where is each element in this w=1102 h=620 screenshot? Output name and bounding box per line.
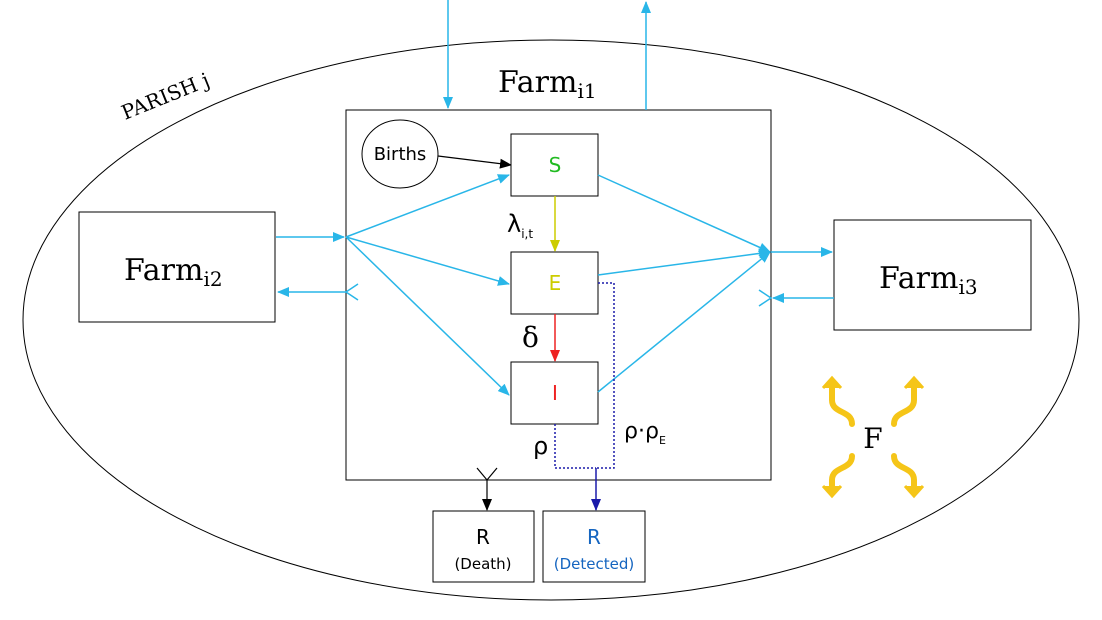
detection-path-from-E xyxy=(596,282,615,469)
farm-main-box xyxy=(345,109,772,481)
inflow-to-I-arrow xyxy=(345,236,510,396)
inflow-to-S-arrow xyxy=(345,174,510,238)
births-label: Births xyxy=(374,144,427,165)
outcome-detected-box xyxy=(542,510,646,583)
E-outflow-arrow xyxy=(597,248,771,276)
parish-label: PARISH j xyxy=(118,68,213,125)
farm-right-title: Farmi3 xyxy=(879,261,978,299)
detection-path-from-I xyxy=(554,424,596,469)
fomite-wavy-arrow-sw xyxy=(828,453,855,493)
compartment-I-box xyxy=(510,361,599,425)
rho-label: ρ xyxy=(533,432,548,460)
births-arrow xyxy=(437,155,512,169)
births-node xyxy=(361,119,439,189)
left-farm-return-tail xyxy=(344,283,359,301)
S-outflow-arrow xyxy=(597,174,771,253)
outcome-death-box xyxy=(432,510,535,583)
delta-label: δ xyxy=(522,321,539,354)
inflow-to-E-arrow xyxy=(345,236,510,286)
farm-left-title: Farmi2 xyxy=(124,253,223,291)
fomite-wavy-arrow-ne xyxy=(891,381,918,427)
farm-right-box xyxy=(833,219,1032,331)
farm-left-box xyxy=(78,211,276,323)
compartment-I-label: I xyxy=(552,381,558,405)
I-outflow-arrow xyxy=(597,251,771,393)
compartment-S-box xyxy=(510,133,599,197)
death-arrow-tail xyxy=(476,467,498,481)
fomite-wavy-arrow-se xyxy=(891,453,918,493)
fomite-spread-icon xyxy=(821,375,925,499)
farm-main-title: Farmi1 xyxy=(498,65,597,103)
outcome-death-title: R xyxy=(476,525,490,549)
compartment-S-label: S xyxy=(549,153,562,177)
rho-detect-label: ρ·ρE xyxy=(624,419,666,447)
fomite-wavy-arrow-nw xyxy=(828,381,855,427)
outcome-detected-label: (Detected) xyxy=(554,555,634,573)
compartment-E-label: E xyxy=(549,271,562,295)
right-farm-return-tail xyxy=(758,289,773,307)
outcome-detected-title: R xyxy=(587,525,601,549)
outcome-death-label: (Death) xyxy=(454,555,511,573)
fomite-symbol: F xyxy=(863,422,882,455)
lambda-label: λi,t xyxy=(507,210,533,241)
parish-boundary xyxy=(22,39,1080,601)
